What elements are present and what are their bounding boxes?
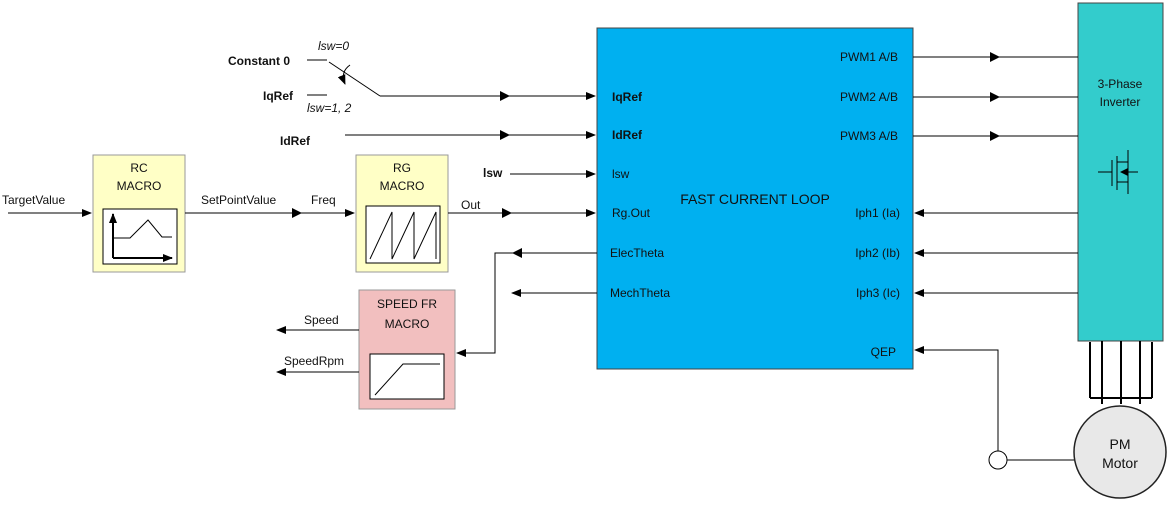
fcl-in-rgout: Rg.Out	[612, 206, 651, 220]
lsw0-label: lsw=0	[318, 39, 349, 53]
fcl-pwm1: PWM1 A/B	[840, 50, 898, 64]
fast-current-loop-block: FAST CURRENT LOOP IqRef IdRef lsw Rg.Out…	[596, 27, 914, 370]
speed-macro-line1: SPEED FR	[377, 297, 437, 311]
rg-sawtooth-icon	[369, 211, 437, 260]
fcl-out-electheta: ElecTheta	[610, 246, 664, 260]
fcl-pwm2: PWM2 A/B	[840, 90, 898, 104]
inverter-line1: 3-Phase	[1098, 77, 1143, 91]
setpoint-arrowhead	[292, 208, 302, 218]
iqref-input-label: IqRef	[263, 89, 294, 103]
fcl-title: FAST CURRENT LOOP	[680, 191, 830, 207]
fcl-in-lsw: lsw	[612, 167, 630, 181]
rg-macro-line2: MACRO	[380, 179, 425, 193]
fcl-in-iqref: IqRef	[612, 90, 643, 104]
fcl-out-mechtheta: MechTheta	[610, 286, 670, 300]
inverter-block: 3-Phase Inverter	[1077, 2, 1164, 342]
switch-arm	[328, 61, 381, 97]
speed-macro-line2: MACRO	[385, 317, 430, 331]
switch-direction-arrow	[337, 64, 351, 85]
target-value-label: TargetValue	[2, 193, 65, 207]
electheta-wire	[456, 252, 597, 357]
rg-macro-line1: RG	[393, 161, 411, 175]
speed-ramp-icon	[374, 363, 440, 396]
fcl-in-idref: IdRef	[612, 128, 643, 142]
fcl-iph2: Iph2 (Ib)	[855, 246, 900, 260]
current-feedback-wires	[914, 209, 1078, 297]
rc-macro-line2: MACRO	[117, 179, 162, 193]
rg-macro-block: RG MACRO	[355, 154, 449, 273]
speed-fr-macro-block: SPEED FR MACRO	[358, 289, 456, 410]
fcl-qep: QEP	[871, 345, 896, 359]
lsw12-label: lsw=1, 2	[307, 101, 352, 115]
qep-feedback-wire	[914, 346, 999, 451]
motor-line2: Motor	[1102, 455, 1138, 471]
pwm-wires	[913, 52, 1078, 141]
speed-label: Speed	[304, 313, 339, 327]
setpoint-label: SetPointValue	[201, 193, 276, 207]
speed-macro-graph-frame	[369, 353, 445, 400]
phase-wires	[1089, 341, 1153, 404]
motor-line1: PM	[1110, 436, 1131, 452]
rc-ramp-icon	[113, 219, 172, 239]
fcl-iph1: Iph1 (Ia)	[855, 206, 900, 220]
mosfet-icon	[1098, 150, 1138, 194]
speedrpm-label: SpeedRpm	[284, 354, 344, 368]
encoder-node	[988, 450, 1008, 470]
rc-macro-line1: RC	[130, 161, 148, 175]
idref-input-label: IdRef	[280, 134, 311, 148]
lsw-input-label: lsw	[483, 166, 503, 180]
out-label: Out	[461, 198, 481, 212]
fcl-pwm3: PWM3 A/B	[840, 129, 898, 143]
motor-circle	[1073, 405, 1167, 499]
fcl-iph3: Iph3 (Ic)	[856, 286, 900, 300]
pm-motor: PM Motor	[1073, 405, 1167, 499]
fcl-box	[596, 27, 914, 370]
rc-macro-block: RC MACRO	[92, 154, 186, 273]
rg-out-arrowhead	[502, 208, 512, 218]
constant0-label: Constant 0	[228, 54, 290, 68]
inverter-line2: Inverter	[1100, 95, 1141, 109]
freq-label: Freq	[311, 193, 336, 207]
